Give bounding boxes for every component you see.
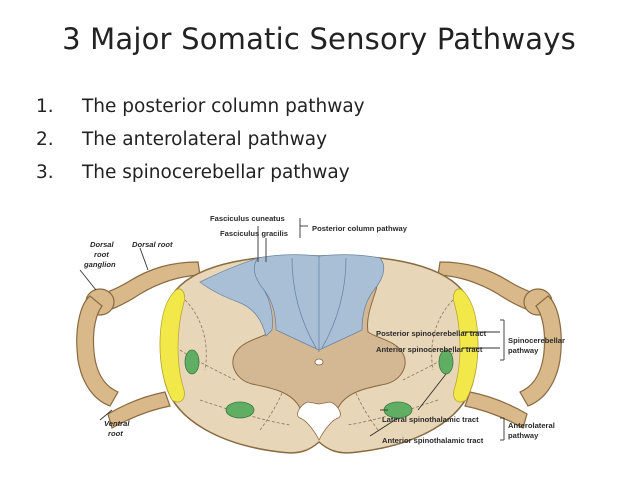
- label-fasciculus-gracilis: Fasciculus gracilis: [220, 229, 288, 238]
- left-anterior-spinothalamic-tract: [225, 401, 255, 419]
- pathway-list: 1. The posterior column pathway 2. The a…: [36, 90, 365, 189]
- fasciculus-gracilis-divider-right: [321, 257, 347, 349]
- fasciculus-gracilis-divider-left: [291, 257, 317, 349]
- label-anterolateral-pathway-line1: Anterolateral: [508, 421, 555, 430]
- label-ventral-root-line2: root: [108, 429, 123, 438]
- list-item-number: 2.: [36, 129, 54, 150]
- label-anterolateral-pathway-line2: pathway: [508, 431, 539, 440]
- label-dorsal-root: Dorsal root: [132, 240, 173, 249]
- list-item: 2. The anterolateral pathway: [36, 123, 365, 156]
- anterior-median-fissure: [297, 401, 341, 441]
- left-spinocerebellar-tract: [159, 288, 185, 403]
- list-item: 3. The spinocerebellar pathway: [36, 156, 365, 189]
- label-ventral-root-line1: Ventral: [104, 419, 130, 428]
- left-ventral-root: [107, 391, 171, 429]
- right-spinal-nerve: [519, 295, 562, 407]
- list-item-text: The anterolateral pathway: [82, 129, 328, 150]
- right-ventral-root: [464, 391, 528, 429]
- list-item-number: 3.: [36, 162, 54, 183]
- leader-lines: [79, 218, 505, 441]
- label-lateral-spinothalamic-tract: Lateral spinothalamic tract: [382, 415, 479, 424]
- right-spinocerebellar-tract: [453, 288, 479, 403]
- list-item-number: 1.: [36, 96, 54, 117]
- label-fasciculus-cuneatus: Fasciculus cuneatus: [210, 214, 285, 223]
- label-anterior-spinocerebellar-tract: Anterior spinocerebellar tract: [376, 345, 483, 354]
- label-posterior-spinocerebellar-tract: Posterior spinocerebellar tract: [376, 329, 487, 338]
- label-spinocerebellar-pathway-line1: Spinocerebellar: [508, 336, 565, 345]
- label-anterior-spinothalamic-tract: Anterior spinothalamic tract: [382, 436, 484, 445]
- central-canal: [314, 358, 324, 366]
- label-posterior-column-pathway: Posterior column pathway: [312, 224, 408, 233]
- label-dorsal-root-ganglion-line3: ganglion: [83, 260, 116, 269]
- left-lateral-spinothalamic-tract: [184, 349, 200, 375]
- label-spinocerebellar-pathway-line2: pathway: [508, 346, 539, 355]
- label-dorsal-root-ganglion-line2: root: [94, 250, 109, 259]
- label-dorsal-root-ganglion-line1: Dorsal: [90, 240, 115, 249]
- left-spinal-nerve: [76, 295, 119, 407]
- list-item-text: The posterior column pathway: [82, 96, 365, 117]
- list-item: 1. The posterior column pathway: [36, 90, 365, 123]
- list-item-text: The spinocerebellar pathway: [82, 162, 350, 183]
- slide-title: 3 Major Somatic Sensory Pathways: [62, 22, 576, 56]
